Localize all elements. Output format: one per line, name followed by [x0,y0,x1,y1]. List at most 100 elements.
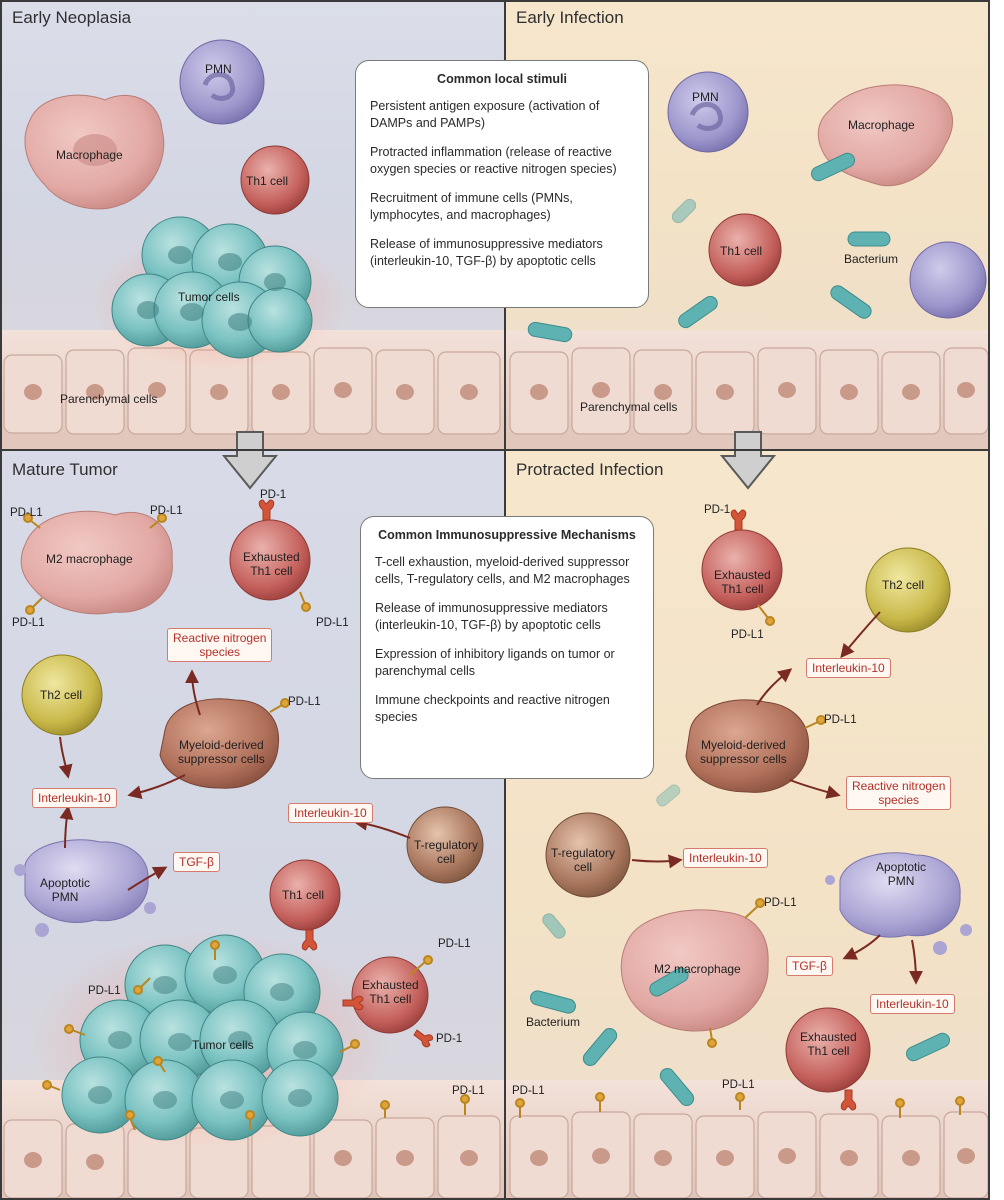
label-pd-l1: PD-L1 [722,1079,755,1091]
box-title: Common Immunosuppressive Mechanisms [378,528,636,542]
th2-cell-tumor [21,654,103,736]
label-parenchymal-cells: Parenchymal cells [580,400,678,414]
exhausted-th1-infection-bottom [785,1007,871,1093]
label-macrophage: Macrophage [848,118,915,132]
label-pd-l1: PD-L1 [316,617,349,629]
label-pmn: PMN [692,90,719,104]
mediator-reactive-nitrogen-species: Reactive nitrogen species [167,628,273,662]
box-item: T-cell exhaustion, myeloid-derived suppr… [375,555,630,586]
box-item: Immune checkpoints and reactive nitrogen… [375,693,610,724]
label-bacterium: Bacterium [844,252,899,266]
label-bacterium: Bacterium [526,1015,581,1029]
label-th2-cell: Th2 cell [40,688,83,702]
panel-title-protracted-infection: Protracted Infection [516,460,664,479]
label-pd-l1: PD-L1 [452,1085,485,1097]
label-apoptotic-pmn: Apoptotic PMN [40,876,91,904]
label-m2-macrophage: M2 macrophage [654,962,741,976]
arrows-tumor [58,669,411,891]
mediator-reactive-nitrogen-species: Reactive nitrogen species [846,776,952,810]
mediator-tgf-beta: TGF-β [786,956,833,976]
label-pd-l1: PD-L1 [10,507,43,519]
label-macrophage: Macrophage [56,148,123,162]
label-exhausted-th1-cell: Exhausted Th1 cell [800,1030,857,1058]
label-tumor-cells: Tumor cells [192,1038,254,1052]
progression-arrow-left [221,431,279,490]
label-pd-1: PD-1 [260,489,287,501]
common-local-stimuli-box: Common local stimuli Persistent antigen … [355,60,649,308]
panel-title-early-infection: Early Infection [516,8,624,27]
pd1-receptors-tumor [258,499,433,1048]
pd1-receptors-infection [730,509,857,1111]
macrophage-cell [24,94,165,210]
m2-macrophage-infection [620,909,769,1032]
box-title: Common local stimuli [437,72,567,86]
panel-title-mature-tumor: Mature Tumor [12,460,118,479]
label-pd-l1: PD-L1 [731,629,764,641]
label-pd-l1: PD-L1 [512,1085,545,1097]
label-pd-l1: PD-L1 [288,696,321,708]
pmn-cell [179,39,265,125]
label-pd-l1: PD-L1 [764,897,797,909]
box-item: Expression of inhibitory ligands on tumo… [375,647,615,678]
label-pd-l1: PD-L1 [12,617,45,629]
box-item: Release of immunosuppressive mediators (… [370,237,603,268]
label-th1-cell: Th1 cell [282,888,325,902]
label-exhausted-th1-cell: Exhausted Th1 cell [243,550,300,578]
label-apoptotic-pmn: Apoptotic PMN [876,860,927,888]
mediator-interleukin-10: Interleukin-10 [32,788,117,808]
box-item: Release of immunosuppressive mediators (… [375,601,608,632]
arrows-infection [631,611,923,985]
label-th2-cell: Th2 cell [882,578,925,592]
label-myeloid-derived-suppressor-cells: Myeloid-derived suppressor cells [178,738,265,766]
box-item: Persistent antigen exposure (activation … [370,99,600,130]
label-th1-cell: Th1 cell [246,174,289,188]
label-pd-l1: PD-L1 [824,714,857,726]
mdsc-tumor [159,698,280,789]
label-pd-l1: PD-L1 [88,985,121,997]
bacteria-top-right [527,152,891,343]
label-pmn: PMN [205,62,232,76]
panel-title-early-neoplasia: Early Neoplasia [12,8,132,27]
label-pd-1: PD-1 [704,504,731,516]
mediator-interleukin-10: Interleukin-10 [870,994,955,1014]
pmn-cell-edge [909,241,987,319]
label-exhausted-th1-cell: Exhausted Th1 cell [714,568,771,596]
th1-cell-infection [708,213,782,287]
treg-cell-tumor [406,806,484,884]
th1-cell-tumor [269,859,341,931]
exhausted-th1-tumor-bottom [351,956,429,1034]
pmn-cell-infection [667,71,749,153]
label-t-regulatory-cell: T-regulatory cell [551,846,616,874]
label-tumor-cells: Tumor cells [178,290,240,304]
tissue-bottom-right [505,1080,990,1200]
m2-macrophage-tumor [20,510,173,615]
treg-cell-infection [545,812,631,898]
pdl1-ligands-infection [515,604,965,1118]
mediator-interleukin-10: Interleukin-10 [806,658,891,678]
progression-arrow-right [719,431,777,490]
label-pd-l1: PD-L1 [438,938,471,950]
label-th1-cell: Th1 cell [720,244,763,258]
common-immunosuppressive-box: Common Immunosuppressive Mechanisms T-ce… [360,516,654,779]
th1-cell [240,145,310,215]
th2-cell-infection [865,547,951,633]
mdsc-infection [685,699,810,793]
label-exhausted-th1-cell: Exhausted Th1 cell [362,978,419,1006]
mediator-tgf-beta: TGF-β [173,852,220,872]
tumor-cell-cluster [111,216,313,359]
label-pd-l1: PD-L1 [150,505,183,517]
bacteria-bottom-right [530,784,951,1106]
label-m2-macrophage: M2 macrophage [46,552,133,566]
box-item: Recruitment of immune cells (PMNs, lymph… [370,191,573,222]
label-pd-1: PD-1 [436,1033,463,1045]
pdl1-ligands-tumor [23,513,470,1131]
label-parenchymal-cells: Parenchymal cells [60,392,158,406]
apoptotic-pmn-infection [825,852,972,955]
mediator-interleukin-10: Interleukin-10 [683,848,768,868]
label-t-regulatory-cell: T-regulatory cell [414,838,479,866]
apoptotic-pmn-tumor [14,839,156,937]
box-item: Protracted inflammation (release of reac… [370,145,617,176]
horizontal-divider [0,449,990,451]
